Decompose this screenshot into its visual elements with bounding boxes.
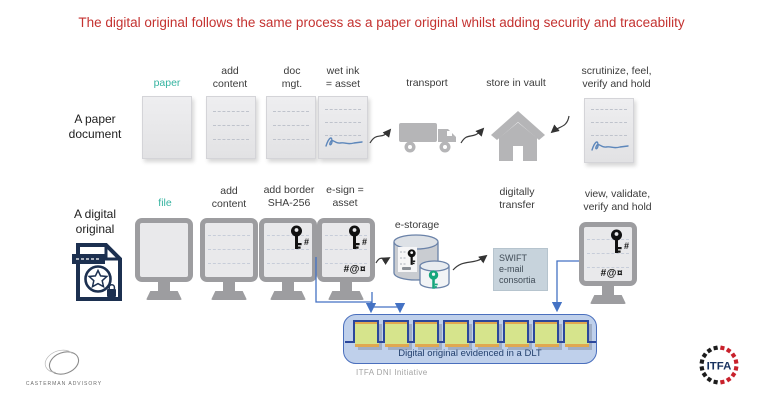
- monitor-add-border: #: [259, 218, 317, 300]
- monitor-esign: # #@¤: [317, 218, 375, 300]
- truck-icon: [398, 116, 458, 161]
- symbols-glyph: #@¤: [343, 264, 366, 275]
- monitor-view-validate: # #@¤: [579, 222, 637, 304]
- paper-row-label: A paper document: [68, 112, 122, 141]
- step-label-store-vault: store in vault: [486, 77, 546, 89]
- casterman-logo-icon: [28, 344, 100, 387]
- digital-original-document-icon: [70, 241, 126, 308]
- arrow-esign-to-storage: [375, 257, 391, 265]
- dlt-container: Digital original evidenced in a DLT: [343, 314, 597, 364]
- dlt-block: [445, 321, 469, 347]
- dlt-footnote: ITFA DNI Initiative: [356, 368, 428, 377]
- arrow-storage-to-swift: [452, 254, 488, 271]
- dlt-block: [535, 321, 559, 347]
- step-label-doc-mgt: doc mgt.: [281, 65, 303, 90]
- dlt-block: [475, 321, 499, 347]
- itfa-logo-text: ITFA: [707, 360, 732, 372]
- swift-transfer-box: SWIFT e-mail consortia: [493, 248, 548, 291]
- paper-doc-mgt: [266, 96, 316, 159]
- wet-ink-signature-icon: [323, 132, 365, 156]
- step-label-transport: transport: [406, 77, 448, 89]
- step-label-wet-ink: wet ink = asset: [325, 65, 361, 90]
- casterman-logo-text: CASTERMAN ADVISORY: [25, 381, 103, 387]
- monitor-add-content: [200, 218, 258, 300]
- arrow-doc-to-truck: [369, 128, 392, 144]
- dlt-label: Digital original evidenced in a DLT: [398, 348, 542, 359]
- paper-doc-signed: [318, 96, 368, 159]
- dlt-block: [355, 321, 379, 347]
- dlt-block: [415, 321, 439, 347]
- wet-ink-signature-icon: [589, 136, 631, 160]
- step-label-add-content-paper: add content: [212, 65, 248, 90]
- step-label-esign: e-sign = asset: [326, 184, 364, 209]
- step-label-view-validate: view, validate, verify and hold: [583, 188, 652, 213]
- arrow-truck-to-house: [460, 127, 485, 144]
- hash-key-icon: #: [290, 225, 309, 252]
- hash-key-icon: #: [348, 225, 367, 252]
- vault-house-icon: [490, 110, 546, 167]
- paper-doc-content: [206, 96, 256, 159]
- step-label-digitally-transfer: digitally transfer: [499, 186, 535, 211]
- step-label-file: file: [158, 197, 172, 209]
- connector-view-to-dlt: [551, 260, 579, 313]
- step-label-add-content-digital: add content: [211, 185, 247, 210]
- dlt-block: [505, 321, 529, 347]
- dlt-block: [565, 321, 589, 347]
- estorage-database-icon: [390, 230, 454, 299]
- slide-title: The digital original follows the same pr…: [78, 15, 685, 30]
- hash-key-icon: #: [610, 229, 629, 256]
- symbols-glyph: #@¤: [600, 268, 623, 279]
- digital-row-label: A digital original: [73, 207, 117, 236]
- monitor-file: [135, 218, 193, 300]
- dlt-block: [385, 321, 409, 347]
- arrow-doc-to-house: [550, 115, 570, 134]
- step-label-estorage: e-storage: [394, 219, 440, 231]
- step-label-add-border: add border SHA-256: [263, 184, 315, 209]
- paper-doc-blank: [142, 96, 192, 159]
- paper-doc-scrutinize: [584, 98, 634, 163]
- step-label-scrutinize: scrutinize, feel, verify and hold: [581, 65, 652, 90]
- itfa-logo-icon: ITFA: [694, 340, 744, 395]
- step-label-paper: paper: [153, 77, 181, 89]
